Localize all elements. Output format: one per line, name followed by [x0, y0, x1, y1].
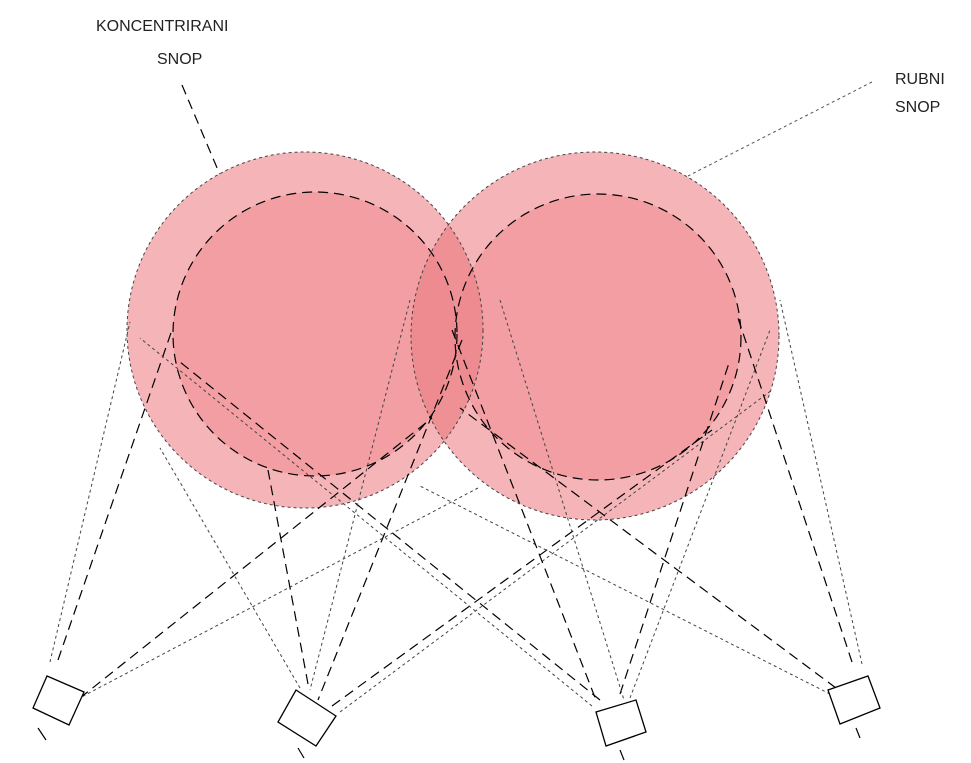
spotlight-fixture-icon [827, 675, 881, 725]
right-outer-beam-outline [410, 151, 780, 521]
edge-beam-label-line2: SNOP [895, 99, 941, 116]
beam-ray [57, 329, 173, 661]
concentrated-beam-label-line1: KONCENTRIRANI [96, 18, 229, 35]
beam-ray [737, 317, 853, 663]
beam-ray [159, 447, 301, 689]
beam-ray [331, 429, 713, 707]
beam-ray [317, 339, 463, 701]
fixture-tilt-mark [297, 747, 305, 759]
edge-beam-leader [687, 81, 873, 177]
beam-ray [179, 361, 601, 701]
beam-ray [619, 359, 731, 695]
left-inner-beam-outline [172, 191, 458, 477]
spotlight-fixture-icon [32, 675, 85, 726]
beam-ray [451, 329, 597, 701]
beam-ray [79, 417, 433, 699]
edge-beam-label-line1: RUBNI [895, 71, 945, 88]
concentrated-beam-leader [181, 84, 279, 313]
beam-ray [71, 487, 479, 703]
spotlight-fixture-icon [277, 689, 337, 747]
concentrated-beam-label-line2: SNOP [157, 51, 203, 68]
left-outer-beam-outline [126, 151, 484, 509]
beam-ray [459, 407, 837, 689]
beam-ray [267, 469, 309, 685]
beam-ray [419, 485, 831, 695]
beam-ray [309, 299, 411, 691]
fixture-tilt-mark [855, 727, 861, 739]
beam-ray [499, 299, 625, 701]
fixture-tilt-mark [37, 727, 47, 741]
left-inner-beam [173, 192, 457, 476]
beam-ray [49, 321, 131, 663]
spotlight-fixture-icon [595, 699, 647, 747]
beam-ray [779, 299, 863, 665]
fixture-tilt-mark [619, 749, 625, 761]
beam-ray [139, 337, 593, 707]
right-inner-beam [455, 194, 741, 480]
